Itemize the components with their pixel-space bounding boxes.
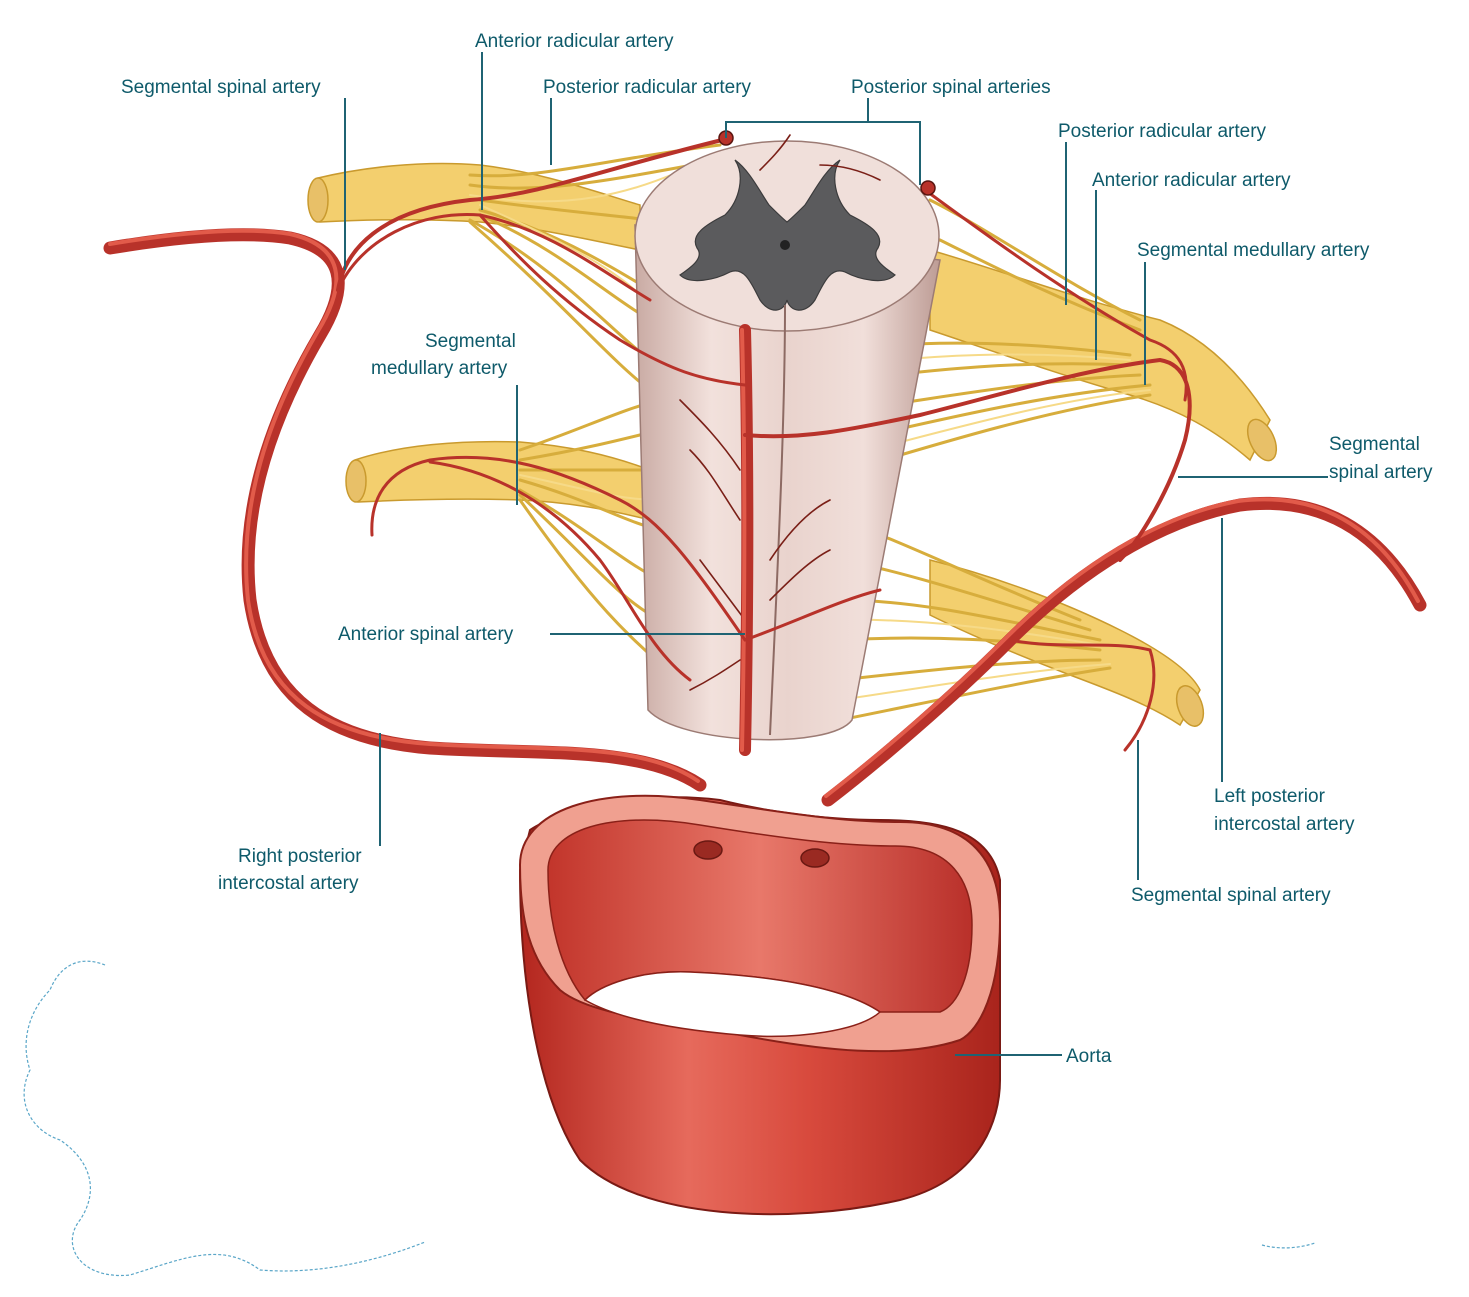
aorta-section	[518, 794, 1002, 1216]
label-anterior-radicular-artery-right: Anterior radicular artery	[1092, 170, 1291, 191]
label-right-posterior-intercostal-1: Right posterior	[238, 846, 362, 867]
label-segmental-spinal-artery-right-2: spinal artery	[1329, 462, 1433, 483]
label-posterior-radicular-artery-left: Posterior radicular artery	[543, 77, 752, 98]
label-segmental-spinal-artery-bottom-right: Segmental spinal artery	[1131, 885, 1331, 906]
central-canal	[780, 240, 790, 250]
label-segmental-medullary-artery-left-2: medullary artery	[371, 358, 508, 379]
label-segmental-medullary-artery-right: Segmental medullary artery	[1137, 240, 1370, 261]
torn-edge-decoration	[23, 960, 426, 1277]
spinal-cord	[634, 134, 941, 741]
label-aorta: Aorta	[1066, 1046, 1112, 1067]
label-anterior-radicular-artery-left: Anterior radicular artery	[475, 31, 674, 52]
label-left-posterior-intercostal-1: Left posterior	[1214, 786, 1326, 807]
label-left-posterior-intercostal-2: intercostal artery	[1214, 814, 1355, 835]
gray-matter	[679, 159, 896, 311]
label-posterior-spinal-arteries: Posterior spinal arteries	[851, 77, 1051, 98]
label-right-posterior-intercostal-2: intercostal artery	[218, 873, 359, 894]
leader-lines	[344, 52, 1328, 1056]
arteries	[103, 130, 1427, 807]
nerve-roots	[307, 143, 1278, 727]
label-posterior-radicular-artery-right: Posterior radicular artery	[1058, 121, 1267, 142]
label-anterior-spinal-artery: Anterior spinal artery	[338, 624, 514, 645]
label-segmental-spinal-artery-top-left: Segmental spinal artery	[121, 77, 321, 98]
label-segmental-medullary-artery-left-1: Segmental	[425, 331, 516, 352]
labels: Anterior radicular artery Segmental spin…	[121, 31, 1433, 1067]
label-segmental-spinal-artery-right-1: Segmental	[1329, 434, 1420, 455]
